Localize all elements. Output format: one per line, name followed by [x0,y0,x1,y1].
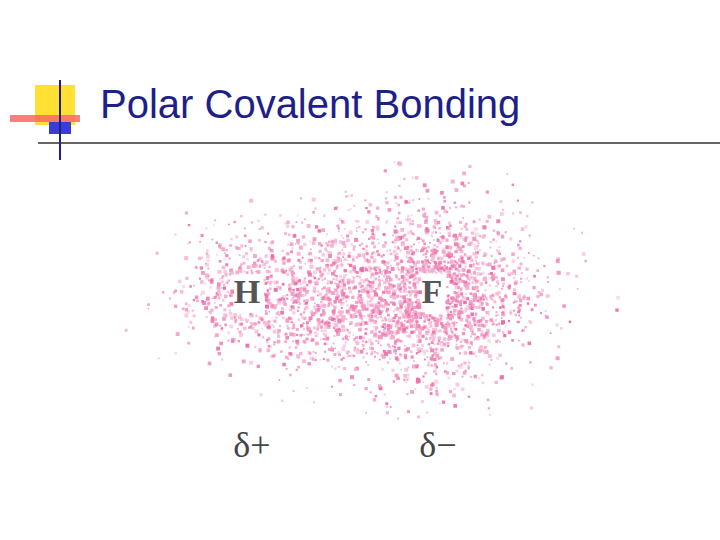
electron-cloud [125,161,620,419]
slide-title: Polar Covalent Bonding [100,82,520,127]
partial-charge: δ− [419,424,456,466]
atom-symbol: F [422,273,443,311]
partial-charge: δ+ [233,424,270,466]
blue-vertical-line [59,80,61,160]
red-bar [10,115,80,122]
title-rule [38,142,720,144]
atom-symbol: H [234,273,260,311]
